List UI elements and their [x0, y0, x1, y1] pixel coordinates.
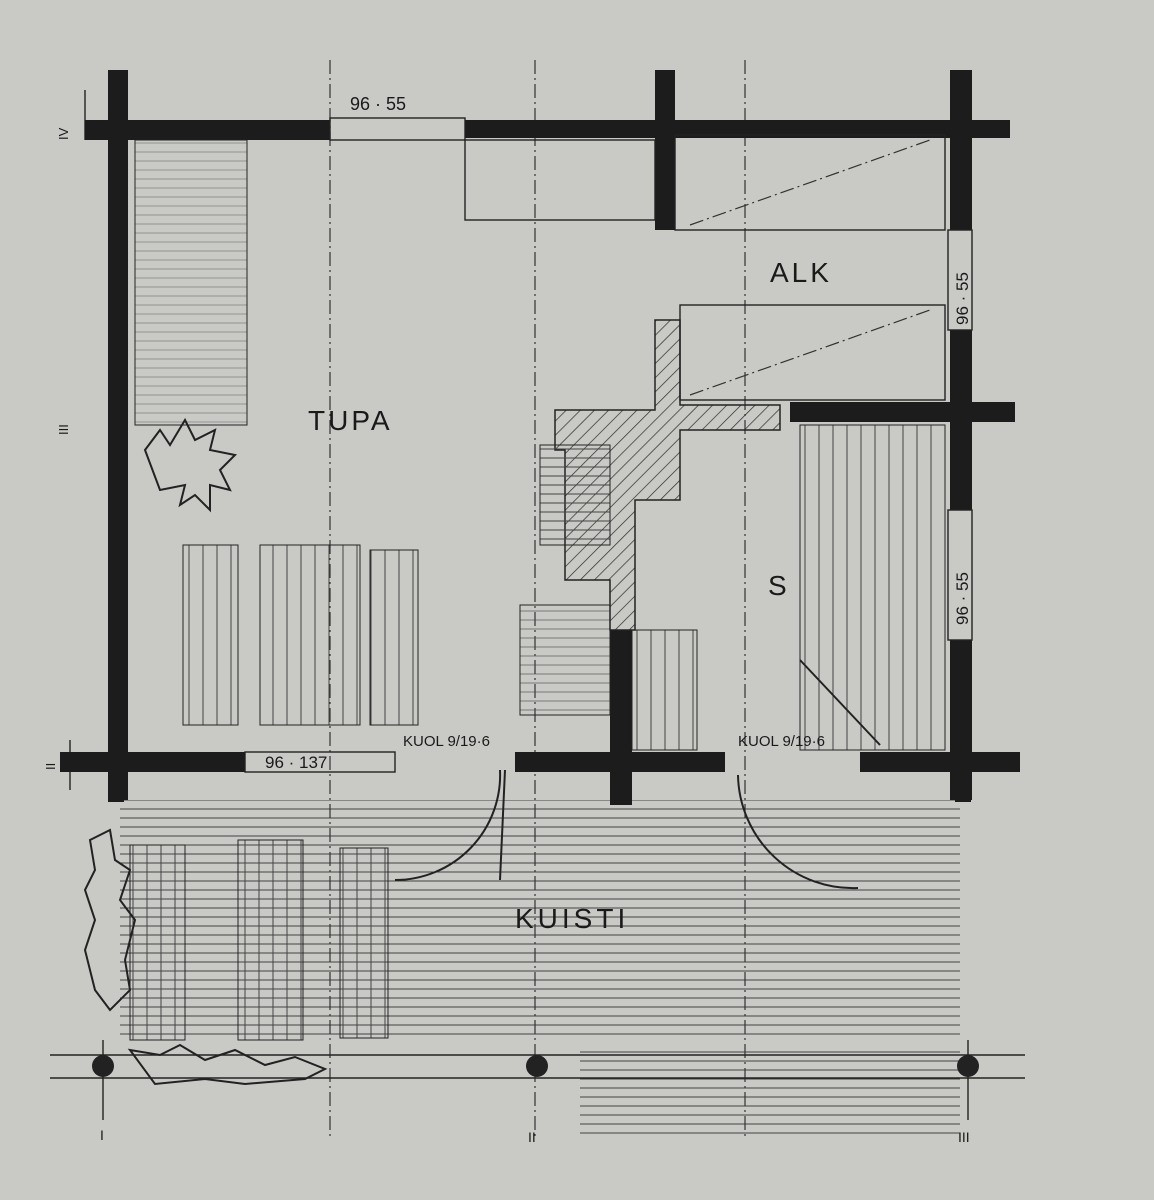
axis-bottom-iii: III — [958, 1129, 970, 1145]
room-label-tupa: TUPA — [308, 405, 393, 436]
dim-top-window: 96 · 55 — [350, 94, 406, 114]
axis-left-iii: III — [56, 424, 71, 435]
plant-icon — [143, 417, 238, 513]
room-label-alk: ALK — [770, 257, 832, 288]
room-label-kuisti: KUISTI — [515, 903, 629, 934]
axis-left-iv: IV — [56, 127, 71, 140]
axis-bottom-i: I — [100, 1127, 104, 1143]
room-label-s: S — [768, 570, 787, 601]
axis-bottom-ii: II — [528, 1129, 536, 1145]
dim-right-upper: 96 · 55 — [953, 272, 972, 325]
alcove-bed — [464, 134, 946, 401]
door-right — [737, 774, 859, 890]
shrub-icon — [83, 828, 137, 1012]
dim-bottom-window: 96 · 137 — [265, 753, 327, 772]
post — [526, 1055, 548, 1077]
bed — [134, 139, 248, 426]
walls — [60, 70, 1020, 805]
post — [957, 1055, 979, 1077]
door-label-right: KUOL 9/19·6 — [738, 733, 825, 750]
axis-left-ii: II — [43, 763, 58, 770]
dim-right-lower: 96 · 55 — [953, 572, 972, 625]
post — [92, 1055, 114, 1077]
stairs — [519, 444, 611, 716]
door-left — [394, 769, 506, 882]
tables — [129, 544, 419, 1041]
sauna-bench — [799, 424, 946, 751]
door-label-left: KUOL 9/19·6 — [403, 733, 490, 750]
